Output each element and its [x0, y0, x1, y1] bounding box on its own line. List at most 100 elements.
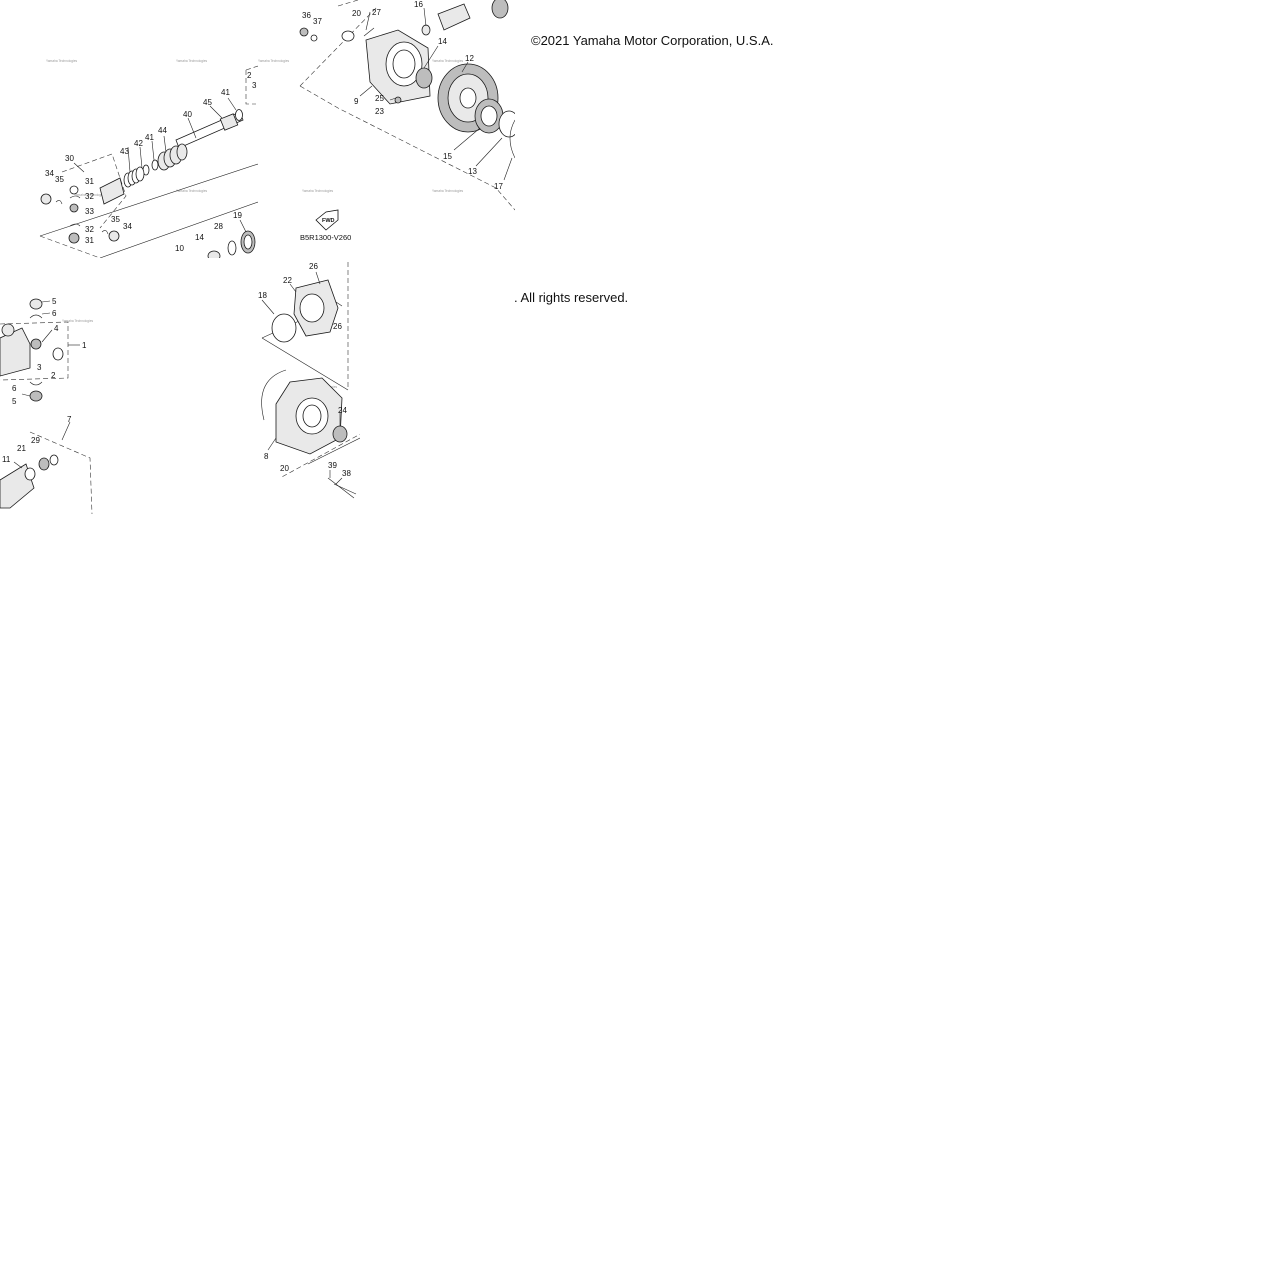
part-label: 12 [465, 54, 474, 63]
fwd-arrow-icon: FWD [315, 209, 339, 231]
watermark: Yamaha Technologies [432, 189, 463, 193]
part-label: 16 [414, 0, 423, 9]
part-label: 6 [12, 384, 17, 393]
band [151, 159, 159, 171]
part-label: 17 [494, 182, 503, 191]
bearing [415, 67, 433, 89]
group-outline [39, 235, 101, 258]
yoke [0, 327, 31, 377]
part-label: 26 [309, 262, 318, 271]
spider [30, 338, 42, 350]
diagram-tile-drive-shaft: Yamaha Technologies Yamaha Technologies … [0, 0, 258, 258]
group-outline [0, 321, 69, 381]
part-label: 28 [214, 222, 223, 231]
part-label: 23 [375, 107, 384, 116]
spline-collar [219, 113, 239, 131]
group-outline [245, 70, 256, 105]
drive-shaft-exploded-view: Yamaha Technologies Yamaha Technologies … [39, 59, 258, 258]
bearing-cup [1, 323, 15, 337]
bearing-cup [40, 193, 52, 205]
part-label: 39 [328, 461, 337, 470]
part-label: 38 [342, 469, 351, 478]
part-label: 7 [67, 415, 72, 424]
group-outline [245, 65, 258, 71]
part-label: 29 [31, 436, 40, 445]
bearing [491, 0, 509, 19]
snap-ring [101, 230, 109, 235]
part-label: 2 [51, 371, 56, 380]
part-label: 26 [333, 322, 342, 331]
part-label: 15 [443, 152, 452, 161]
case-bore-inner [302, 404, 322, 428]
snap-ring [69, 223, 81, 227]
gear-case-exploded-view: Yamaha Technologies 26 22 18 26 24 8 [258, 262, 360, 499]
watermark: Yamaha Technologies [258, 59, 289, 63]
drain-bolt [394, 96, 402, 104]
bearing [207, 250, 221, 258]
bolt [299, 27, 309, 37]
bearing-cup [108, 230, 120, 242]
part-label: 34 [123, 222, 132, 231]
watermark: Yamaha Technologies [62, 319, 93, 323]
guide-line [99, 201, 258, 258]
part-label: 41 [221, 88, 230, 97]
part-label: 14 [438, 37, 447, 46]
part-label: 43 [120, 147, 129, 156]
part-label: 18 [258, 291, 267, 300]
part-label: 14 [195, 233, 204, 242]
o-ring [271, 313, 297, 343]
part-label: 37 [313, 17, 322, 26]
diagram-tile-differential: Yamaha Technologies Yamaha Technologies … [258, 0, 515, 258]
boot [157, 143, 188, 171]
watermark: Yamaha Technologies [176, 59, 207, 63]
part-label: 20 [280, 464, 289, 473]
snap-ring [29, 314, 43, 319]
bearing-cup [52, 347, 64, 361]
part-label: 45 [203, 98, 212, 107]
seal [24, 467, 36, 481]
diagram-code: B5R1300-V260 [300, 233, 351, 242]
part-label: 31 [85, 236, 94, 245]
ring-gear-bore [459, 87, 477, 109]
oil-seal-inner [243, 234, 253, 250]
part-label: 25 [375, 94, 384, 103]
cover-bore [299, 293, 325, 323]
group-outline [337, 0, 359, 7]
pin [333, 483, 357, 495]
pinion-gear [437, 3, 471, 31]
part-label: 22 [283, 276, 292, 285]
part-label: 42 [134, 139, 143, 148]
bearing-cup [29, 390, 43, 402]
part-label: 21 [17, 444, 26, 453]
group-outline [299, 5, 379, 87]
watermark: Yamaha Technologies [432, 59, 463, 63]
part-label: 34 [45, 169, 54, 178]
part-label: 44 [158, 126, 167, 135]
diagram-tile-universal-joint: Yamaha Technologies 5 6 4 1 3 2 6 5 7 29 [0, 258, 100, 514]
bolt [315, 271, 321, 285]
bearing [38, 457, 50, 471]
part-label: 24 [338, 406, 347, 415]
part-label: 35 [55, 175, 64, 184]
part-label: 2 [247, 71, 252, 80]
group-outline [61, 153, 127, 229]
spring [123, 166, 145, 188]
o-ring [509, 119, 515, 159]
circlip [227, 240, 237, 256]
washer [421, 24, 431, 36]
part-label: 9 [354, 97, 359, 106]
part-label: 8 [264, 452, 269, 461]
snap-ring [55, 200, 63, 205]
fwd-label: FWD [322, 218, 335, 224]
universal-joint-exploded-view: Yamaha Technologies 5 6 4 1 3 2 6 5 7 29 [0, 297, 93, 514]
bolt [335, 301, 343, 307]
washer [49, 454, 59, 466]
part-label: 30 [65, 154, 74, 163]
guide-line [39, 163, 258, 237]
seal [341, 30, 355, 42]
part-label: 13 [468, 167, 477, 176]
part-label: 41 [145, 133, 154, 142]
bearing-cup [29, 298, 43, 310]
o-ring [261, 369, 287, 421]
watermark: Yamaha Technologies [302, 189, 333, 193]
